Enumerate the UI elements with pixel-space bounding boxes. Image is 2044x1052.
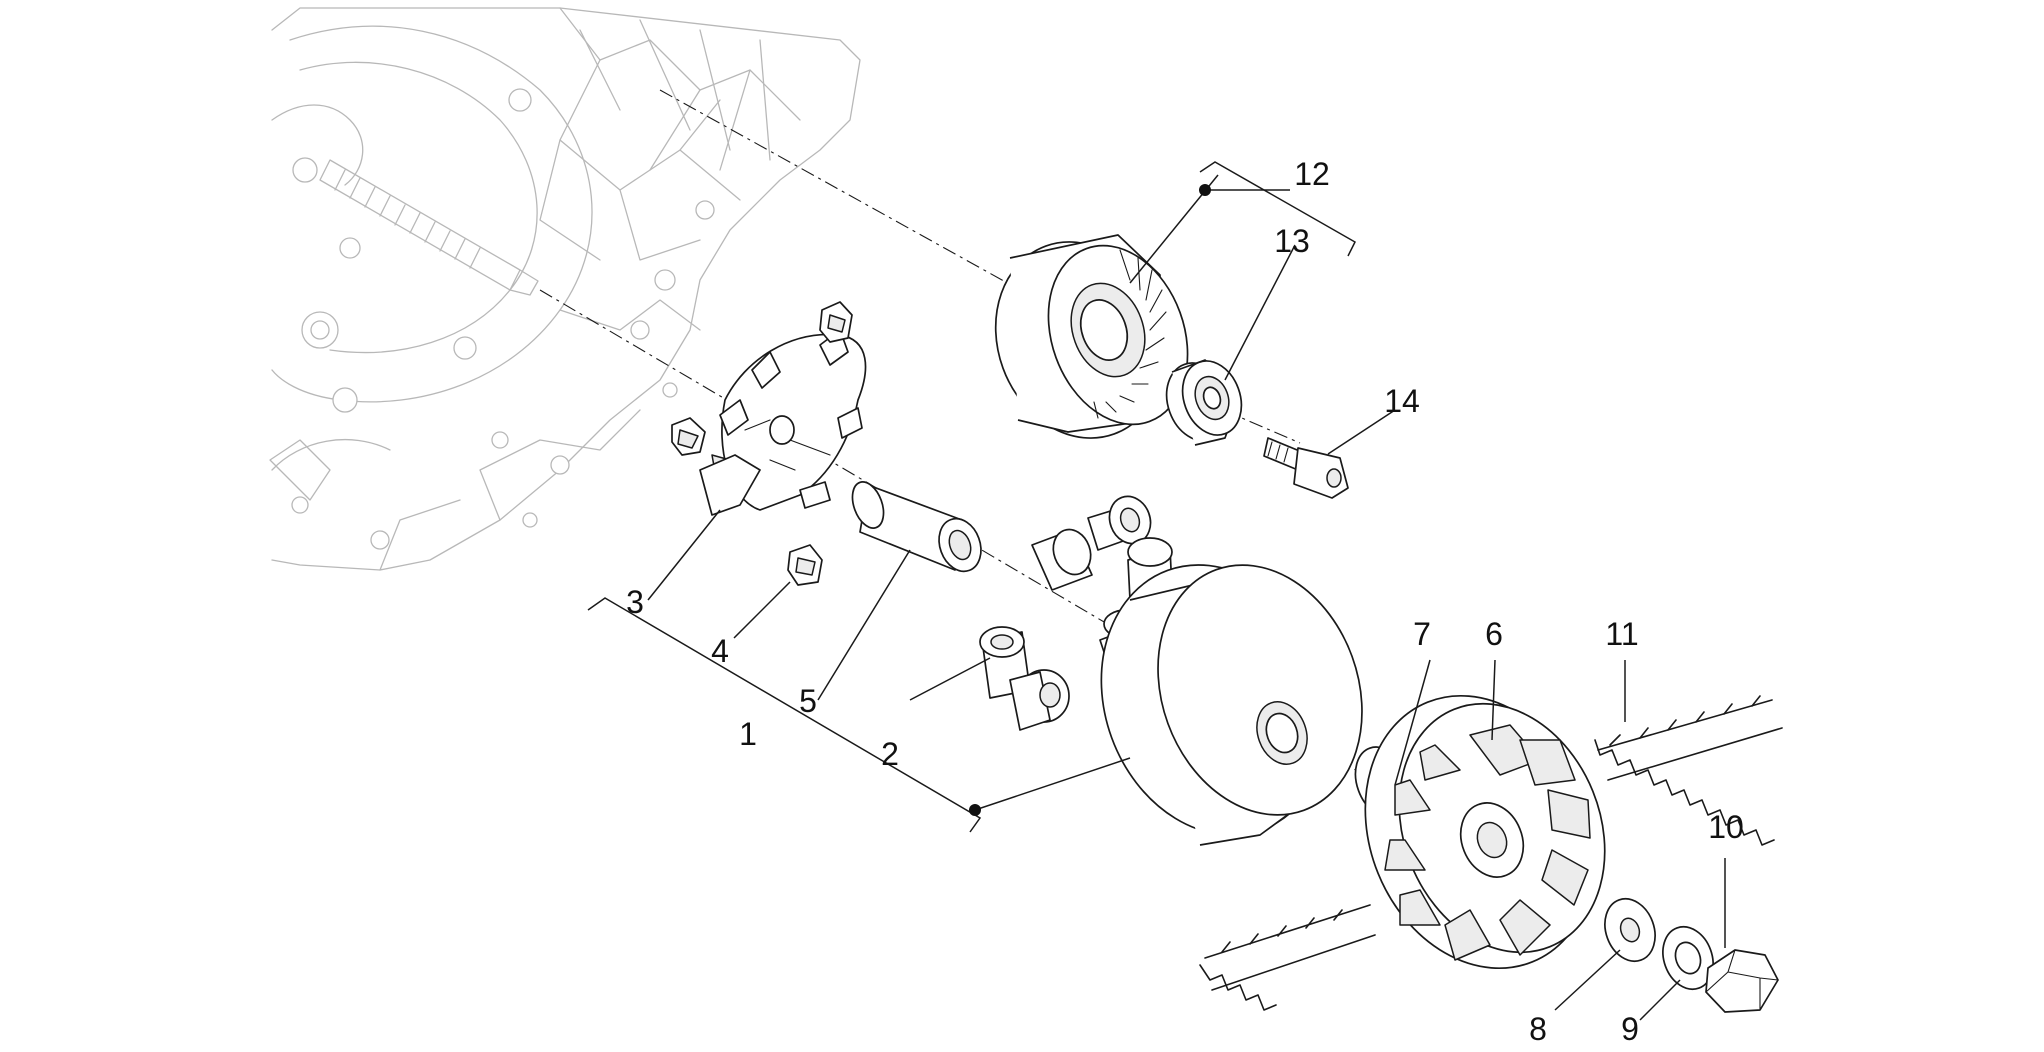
- part-8-washer: [1604, 897, 1656, 963]
- part-3-slider-top: [819, 301, 853, 343]
- callout-8: 8: [1529, 1011, 1547, 1047]
- part-13-bearing: [1165, 359, 1243, 446]
- callout-14: 14: [1384, 383, 1420, 419]
- part-1-variator-pulley: [1100, 564, 1363, 846]
- kit-12-dot: [1199, 184, 1211, 196]
- part-3-ramp-plate: [699, 329, 867, 516]
- part-3-slider-left: [671, 417, 706, 456]
- callout-4: 4: [711, 633, 729, 669]
- part-14-bolt: [1263, 437, 1349, 499]
- bracket-kit-1: [587, 597, 982, 833]
- part-5-bushing: [851, 481, 982, 573]
- callout-7: 7: [1413, 616, 1431, 652]
- callout-6: 6: [1485, 616, 1503, 652]
- callout-9: 9: [1621, 1011, 1639, 1047]
- callout-5: 5: [799, 683, 817, 719]
- part-10-nut: [1705, 949, 1779, 1013]
- callout-13: 13: [1274, 223, 1310, 259]
- part-9-washer: [1662, 925, 1714, 991]
- leader-lines: [647, 174, 1726, 1021]
- callout-12: 12: [1294, 156, 1330, 192]
- kit-1-dot: [969, 804, 981, 816]
- callout-3: 3: [626, 584, 644, 620]
- callout-10: 10: [1708, 809, 1744, 845]
- callout-1: 1: [739, 716, 757, 752]
- bracket-kit-12: [1199, 161, 1356, 257]
- part-11-drive-belt: [1199, 695, 1783, 1011]
- part-12-pulley-half: [994, 234, 1189, 439]
- part-4-slider: [787, 544, 823, 586]
- part-6-fan-pulley: [1364, 694, 1606, 970]
- callout-11: 11: [1605, 616, 1638, 652]
- callout-2: 2: [881, 736, 899, 772]
